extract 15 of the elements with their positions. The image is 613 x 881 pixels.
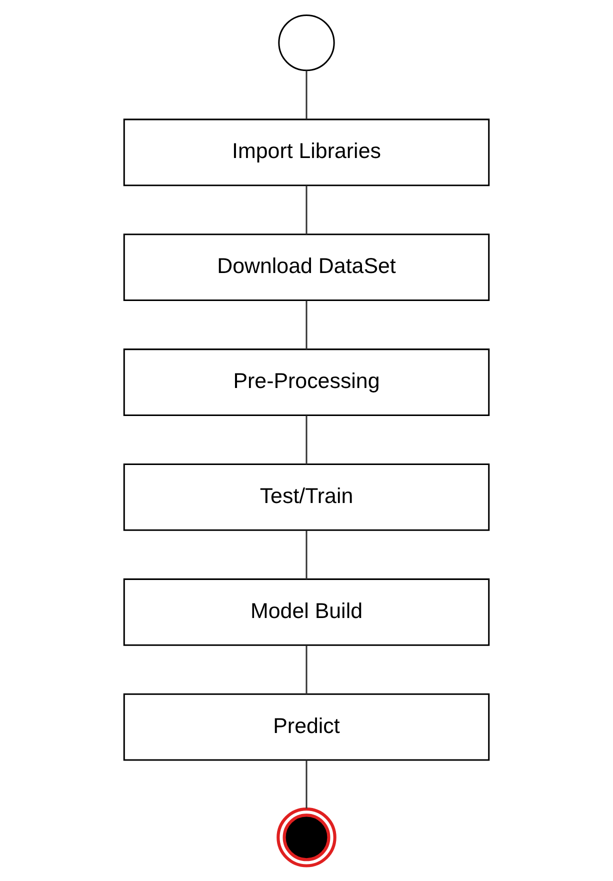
connector [306,70,308,120]
connector [306,530,308,580]
connector [306,300,308,350]
connector [306,645,308,694]
node-circle [278,14,335,72]
node-box: Predict [123,693,490,761]
connector [306,760,308,808]
node-box: Pre-Processing [123,348,490,416]
node-box: Model Build [123,578,490,646]
node-box: Download DataSet [123,234,490,302]
node-circle [276,808,336,868]
node-box: Test/Train [123,463,490,531]
node-box: Import Libraries [123,118,490,186]
connector [306,186,308,234]
connector [306,416,308,464]
